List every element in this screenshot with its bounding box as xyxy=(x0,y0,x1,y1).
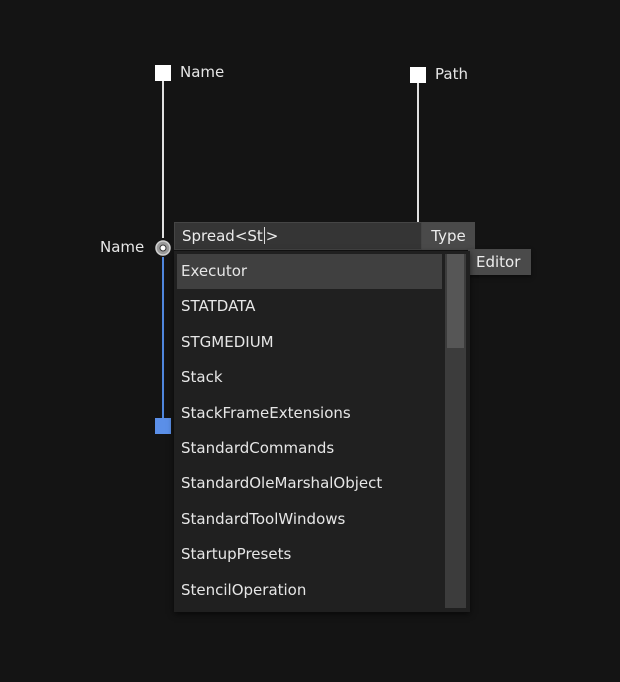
editor-label-chip[interactable]: Editor xyxy=(468,249,531,275)
autocomplete-item[interactable]: StandardOleMarshalObject xyxy=(181,474,383,493)
blue-wire xyxy=(162,257,164,419)
path-wire xyxy=(417,83,419,223)
input-text-suffix: > xyxy=(265,227,279,245)
name-pin-label: Name xyxy=(180,63,225,81)
text-caret xyxy=(263,227,265,244)
type-label-chip[interactable]: Type xyxy=(422,222,475,250)
autocomplete-item[interactable]: STATDATA xyxy=(181,297,256,316)
path-input-pin[interactable] xyxy=(410,67,426,83)
type-name-input[interactable]: Spread<St> xyxy=(174,222,422,250)
pin-connector-icon[interactable] xyxy=(154,239,172,257)
input-text: Spread<St xyxy=(182,227,263,245)
autocomplete-item[interactable]: StandardToolWindows xyxy=(181,509,346,528)
autocomplete-item[interactable]: StandardCommands xyxy=(181,438,335,457)
name-output-label: Name xyxy=(100,238,145,256)
scrollbar-thumb[interactable] xyxy=(447,254,464,348)
autocomplete-item[interactable]: StackFrameExtensions xyxy=(181,403,351,422)
autocomplete-item[interactable]: Stack xyxy=(181,368,223,387)
autocomplete-item[interactable]: STGMEDIUM xyxy=(181,332,274,351)
autocomplete-item[interactable]: StencilOperation xyxy=(181,580,307,599)
name-wire xyxy=(162,81,164,238)
autocomplete-item[interactable]: StartupPresets xyxy=(181,545,292,564)
name-input-pin[interactable] xyxy=(155,65,171,81)
blue-output-pin[interactable] xyxy=(155,418,171,434)
autocomplete-item[interactable]: Executor xyxy=(177,254,442,290)
path-pin-label: Path xyxy=(435,65,468,83)
scrollbar-track[interactable] xyxy=(445,254,466,608)
